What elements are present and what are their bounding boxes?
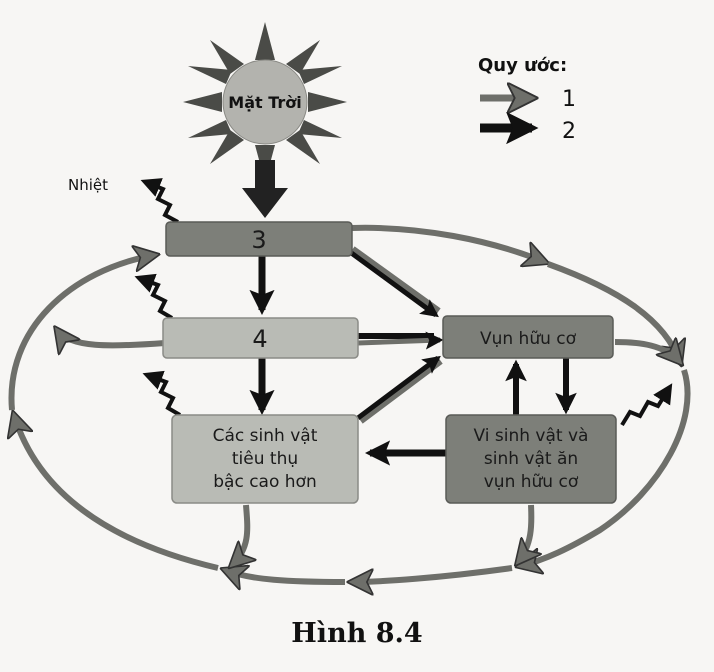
sun: Mặt Trời: [183, 22, 347, 182]
node-higher-line-2: tiêu thụ: [232, 449, 298, 469]
arrow-decomposers-to-cycle: [518, 504, 531, 562]
node-producers: 3: [165, 221, 353, 257]
cycle-arrow-left-top: [8, 255, 155, 411]
arrow-higher-to-cycle: [232, 504, 247, 565]
cycle-arrow-right-bottom: [520, 369, 691, 566]
node-higher-consumers: Các sinh vật tiêu thụ bậc cao hơn: [171, 414, 359, 504]
legend-item-1: 1: [480, 87, 576, 112]
cycle-arrow-bottom-left: [225, 570, 346, 582]
cycle-arrow-bottom: [352, 565, 513, 582]
heat-arrows: [134, 178, 673, 427]
sun-body: [222, 59, 308, 145]
node-detritus-label: Vụn hữu cơ: [480, 329, 577, 349]
heat-label: Nhiệt: [68, 176, 108, 194]
legend-label-1: 1: [562, 87, 576, 112]
legend-item-2: 2: [480, 111, 576, 145]
arrow-detritus-to-cycle: [614, 342, 680, 362]
heat-icon-producers: [140, 178, 179, 224]
node-higher-line-1: Các sinh vật: [213, 426, 318, 446]
arrow-4-to-detritus: [357, 331, 444, 350]
heat-icon-primary: [134, 273, 174, 320]
figure-caption: Hình 8.4: [291, 618, 423, 649]
node-producers-label: 3: [251, 226, 266, 254]
flow-arrows: [249, 246, 577, 466]
node-detritus: Vụn hữu cơ: [442, 315, 614, 359]
node-decomposers-line-1: Vi sinh vật và: [474, 426, 589, 446]
node-decomposers-line-3: vụn hữu cơ: [484, 472, 579, 492]
cycle-arrow-left-bottom: [14, 415, 219, 571]
node-decomposers: Vi sinh vật và sinh vật ăn vụn hữu cơ: [445, 414, 617, 504]
node-higher-line-3: bậc cao hơn: [213, 472, 316, 492]
arrow-3-to-detritus: [348, 246, 441, 318]
legend-label-2: 2: [562, 119, 576, 144]
node-decomposers-line-2: sinh vật ăn: [484, 449, 578, 469]
node-primary-consumers: 4: [162, 317, 359, 359]
legend-title: Quy ước:: [478, 55, 567, 76]
heat-icon-decomposers: [620, 383, 673, 427]
arrow-higher-to-detritus: [356, 355, 443, 424]
node-primary-label: 4: [252, 325, 267, 353]
nutrient-cycle-ellipse: [8, 224, 691, 582]
sun-energy-arrow: [242, 160, 288, 218]
legend: Quy ước: 1 2: [478, 55, 576, 145]
sun-label: Mặt Trời: [228, 93, 301, 112]
cycle-arrow-top-right: [351, 224, 545, 262]
arrow-4-to-cycle: [57, 330, 166, 345]
heat-icon-higher: [142, 370, 182, 417]
